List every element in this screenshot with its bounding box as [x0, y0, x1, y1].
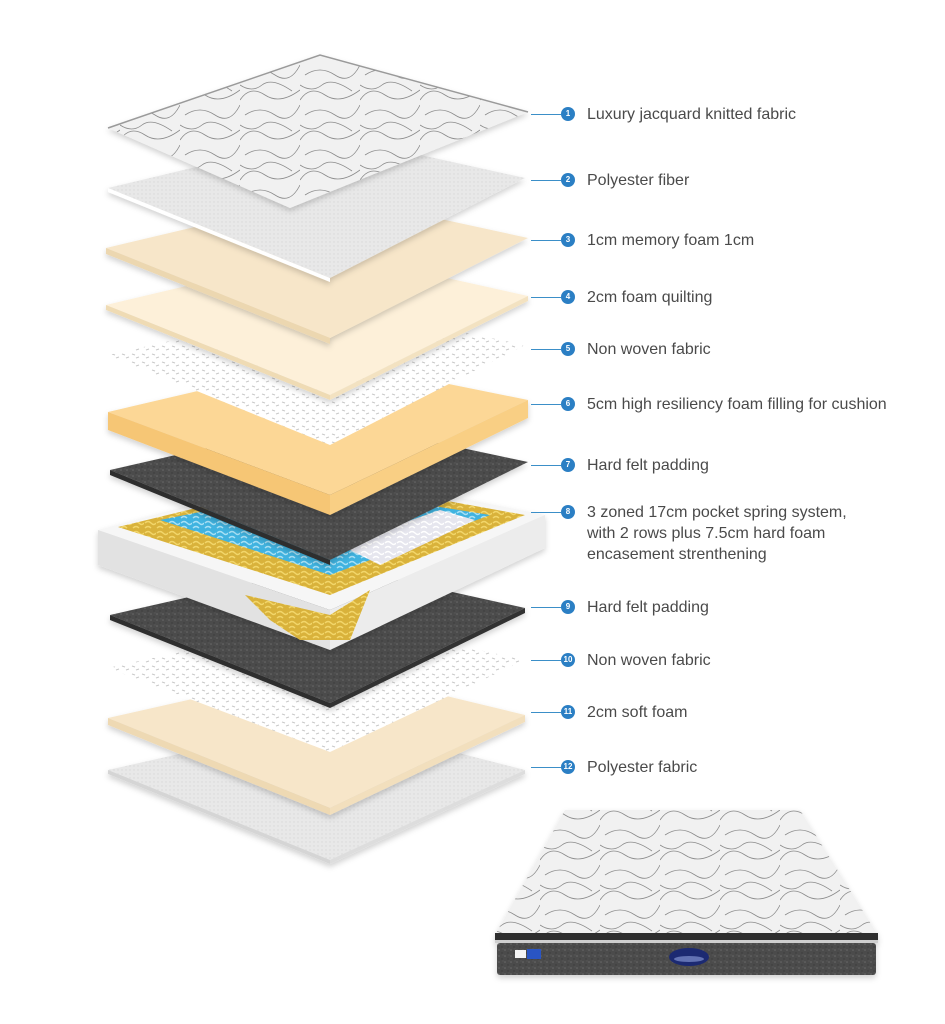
layer-label: Non woven fabric	[587, 341, 711, 358]
callout-layer-8: 8 3 zoned 17cm pocket spring system, wit…	[531, 504, 847, 565]
mattress-tag-white	[515, 950, 526, 958]
layer-label: 2cm foam quilting	[587, 289, 713, 306]
layer-label: Luxury jacquard knitted fabric	[587, 106, 796, 123]
leader-line	[531, 607, 561, 608]
leader-line	[531, 240, 561, 241]
layer-label: Hard felt padding	[587, 599, 709, 616]
layer-label: 5cm high resiliency foam filling for cus…	[587, 396, 887, 413]
layer-label: Hard felt padding	[587, 457, 709, 474]
number-badge: 10	[561, 653, 575, 667]
leader-line	[531, 349, 561, 350]
leader-line	[531, 465, 561, 466]
leader-line	[531, 660, 561, 661]
assembled-mattress-image	[495, 810, 878, 975]
callout-layer-9: 9 Hard felt padding	[531, 599, 709, 618]
callout-layer-6: 6 5cm high resiliency foam filling for c…	[531, 396, 887, 415]
layer-label: Polyester fabric	[587, 759, 698, 776]
layer-label: 2cm soft foam	[587, 704, 688, 721]
number-badge: 4	[561, 290, 575, 304]
leader-line	[531, 114, 561, 115]
leader-line	[531, 712, 561, 713]
layer-label: Non woven fabric	[587, 652, 711, 669]
number-badge: 8	[561, 505, 575, 519]
layer-label: Polyester fiber	[587, 172, 690, 189]
mattress-tag-blue	[527, 949, 541, 959]
callout-layer-11: 11 2cm soft foam	[531, 704, 687, 723]
layer-1-jacquard-fabric	[107, 54, 529, 208]
number-badge: 12	[561, 760, 575, 774]
callout-layer-3: 3 1cm memory foam 1cm	[531, 232, 754, 251]
callout-layer-10: 10 Non woven fabric	[531, 652, 711, 671]
callout-layer-12: 12 Polyester fabric	[531, 759, 697, 778]
number-badge: 5	[561, 342, 575, 356]
number-badge: 7	[561, 458, 575, 472]
number-badge: 6	[561, 397, 575, 411]
layer-label: 1cm memory foam 1cm	[587, 232, 755, 249]
callout-layer-4: 4 2cm foam quilting	[531, 289, 712, 308]
number-badge: 11	[561, 705, 575, 719]
number-badge: 1	[561, 107, 575, 121]
leader-line	[531, 297, 561, 298]
callout-layer-2: 2 Polyester fiber	[531, 172, 689, 191]
leader-line	[531, 180, 561, 181]
callout-layer-1: 1 Luxury jacquard knitted fabric	[531, 106, 796, 125]
callout-layer-5: 5 Non woven fabric	[531, 341, 711, 360]
leader-line	[531, 404, 561, 405]
number-badge: 2	[561, 173, 575, 187]
callout-layer-7: 7 Hard felt padding	[531, 457, 709, 476]
layer-label: 3 zoned 17cm pocket spring system, with …	[587, 504, 847, 563]
number-badge: 3	[561, 233, 575, 247]
leader-line	[531, 767, 561, 768]
number-badge: 9	[561, 600, 575, 614]
leader-line	[531, 512, 561, 513]
